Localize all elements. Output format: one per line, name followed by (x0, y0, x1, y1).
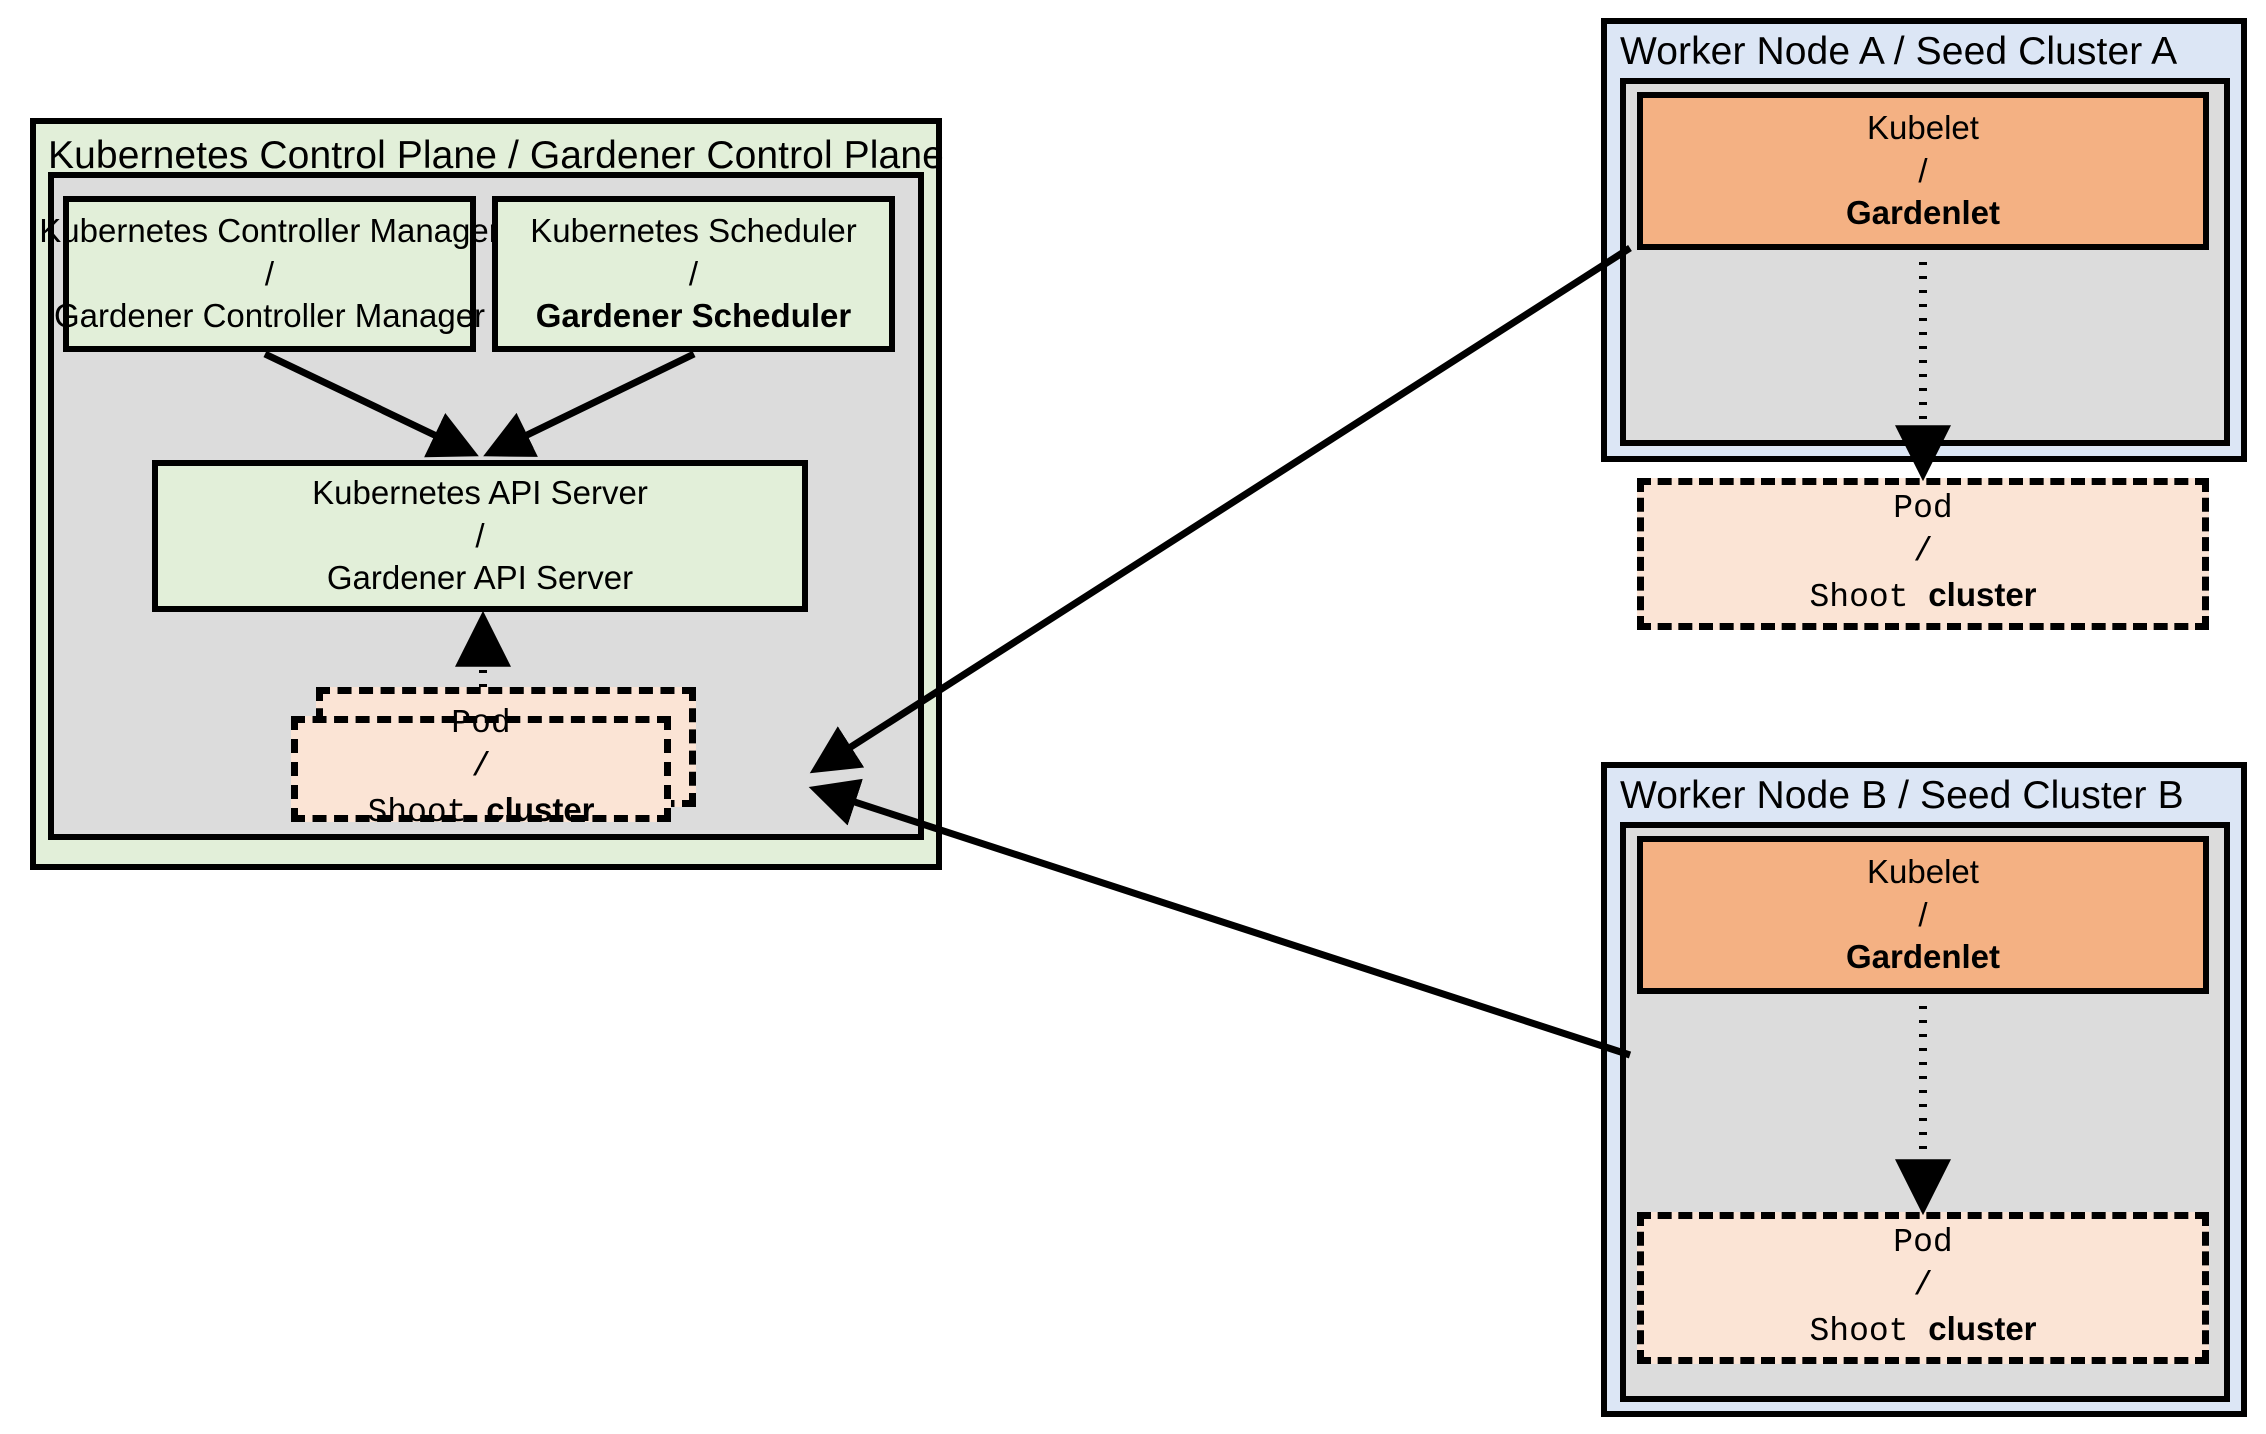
controller-manager-label: Kubernetes Controller Manager / Gardener… (39, 202, 499, 346)
api-server-line2: Gardener API Server (326, 559, 634, 597)
seed-b-pod-line2-mono: Shoot (1809, 1312, 1929, 1350)
scheduler-line1: Kubernetes Scheduler (530, 211, 857, 249)
seed-a-kubelet-label: Kubelet / Gardenlet (1643, 98, 2203, 244)
control-plane-pod-line2: Shoot cluster (367, 789, 594, 835)
seed-b-kubelet-box[interactable]: Kubelet / Gardenlet (1637, 836, 2209, 994)
control-plane-pod-label: Pod / Shoot cluster (298, 705, 664, 831)
controller-manager-line2: Gardener Controller Manager (53, 297, 486, 335)
api-server-label: Kubernetes API Server / Gardener API Ser… (158, 466, 802, 606)
kubernetes-api-server-box[interactable]: Kubernetes API Server / Gardener API Ser… (152, 460, 808, 612)
kubernetes-controller-manager-box[interactable]: Kubernetes Controller Manager / Gardener… (39, 196, 500, 352)
control-plane-pod-separator: / (471, 748, 491, 786)
seed-b-pod-separator: / (1913, 1267, 1933, 1305)
seed-b-pod-box[interactable]: Pod / Shoot cluster (1637, 1212, 2209, 1364)
seed-a-pod-line2: Shoot cluster (1809, 574, 2036, 620)
seed-a-gardenlet-line2: Gardenlet (1845, 194, 2001, 232)
seed-b-gardenlet-line2: Gardenlet (1845, 938, 2001, 976)
scheduler-line2: Gardener Scheduler (535, 297, 852, 335)
seed-b-pod-line2: Shoot cluster (1809, 1308, 2036, 1354)
controller-manager-line1: Kubernetes Controller Manager (39, 211, 500, 249)
seed-a-pod-separator: / (1913, 533, 1933, 571)
control-plane-pod-line2-mono: Shoot (367, 793, 487, 831)
seed-b-kubelet-separator: / (1918, 895, 1928, 933)
scheduler-separator: / (688, 254, 699, 292)
kubernetes-scheduler-box[interactable]: Kubernetes Scheduler / Gardener Schedule… (492, 196, 895, 352)
seed-a-pod-box[interactable]: Pod / Shoot cluster (1637, 478, 2209, 630)
seed-b-kubelet-line1: Kubelet (1867, 852, 1979, 890)
seed-b-pod-label: Pod / Shoot cluster (1644, 1219, 2202, 1357)
control-plane-pod-box[interactable]: Pod / Shoot cluster (291, 705, 671, 831)
seed-a-pod-label: Pod / Shoot cluster (1644, 485, 2202, 623)
control-plane-title: Kubernetes Control Plane / Gardener Cont… (48, 134, 944, 177)
seed-a-kubelet-box[interactable]: Kubelet / Gardenlet (1637, 92, 2209, 250)
seed-b-kubelet-label: Kubelet / Gardenlet (1643, 842, 2203, 988)
seed-cluster-b-title: Worker Node B / Seed Cluster B (1620, 774, 2240, 818)
controller-manager-separator: / (264, 254, 275, 292)
seed-a-pod-line1: Pod (1893, 490, 1953, 528)
seed-a-pod-line2-mono: Shoot (1809, 578, 1929, 616)
seed-a-kubelet-separator: / (1918, 151, 1928, 189)
control-plane-pod-line1: Pod (451, 705, 511, 743)
control-plane-pod-line2-bold: cluster (486, 790, 595, 828)
seed-b-pod-line2-bold: cluster (1928, 1309, 2037, 1347)
seed-b-pod-line1: Pod (1893, 1224, 1953, 1262)
api-server-line1: Kubernetes API Server (312, 473, 648, 511)
seed-a-pod-line2-bold: cluster (1928, 575, 2037, 613)
seed-a-kubelet-line1: Kubelet (1867, 108, 1979, 146)
seed-cluster-a-title: Worker Node A / Seed Cluster A (1620, 30, 2178, 73)
scheduler-label: Kubernetes Scheduler / Gardener Schedule… (498, 202, 889, 346)
api-server-separator: / (475, 516, 485, 554)
